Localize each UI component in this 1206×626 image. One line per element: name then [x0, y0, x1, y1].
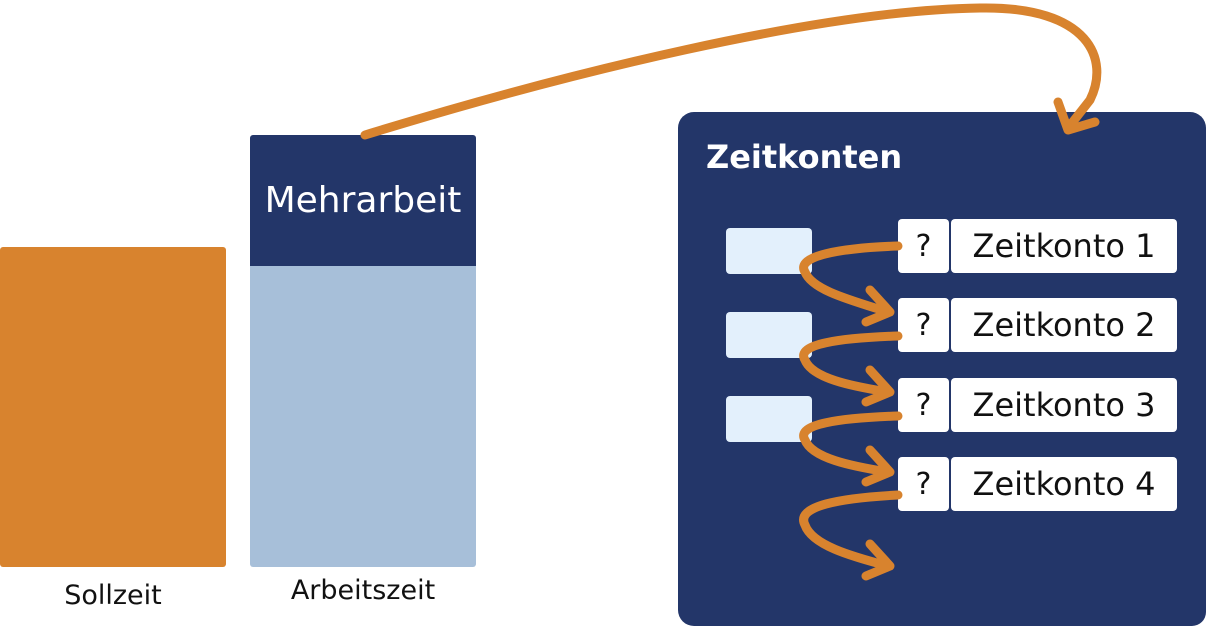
zeitkonten-panel — [678, 112, 1206, 626]
mehrarbeit-label: Mehrarbeit — [264, 180, 462, 221]
arbeitszeit-bar — [250, 266, 476, 567]
account-item: Zeitkonto 3 — [951, 378, 1177, 432]
question-marker: ? — [898, 298, 949, 352]
account-slot — [726, 312, 812, 358]
arbeitszeit-label: Arbeitszeit — [290, 575, 436, 606]
mehrarbeit-block: Mehrarbeit — [250, 135, 476, 266]
question-marker: ? — [898, 457, 949, 511]
account-item: Zeitkonto 2 — [951, 298, 1177, 352]
panel-title: Zeitkonten — [706, 138, 903, 176]
question-marker: ? — [898, 378, 949, 432]
sollzeit-label: Sollzeit — [64, 580, 162, 611]
account-slot — [726, 396, 812, 442]
sollzeit-bar — [0, 247, 226, 567]
account-slot — [726, 228, 812, 274]
account-item: Zeitkonto 1 — [951, 219, 1177, 273]
account-item: Zeitkonto 4 — [951, 457, 1177, 511]
question-marker: ? — [898, 219, 949, 273]
